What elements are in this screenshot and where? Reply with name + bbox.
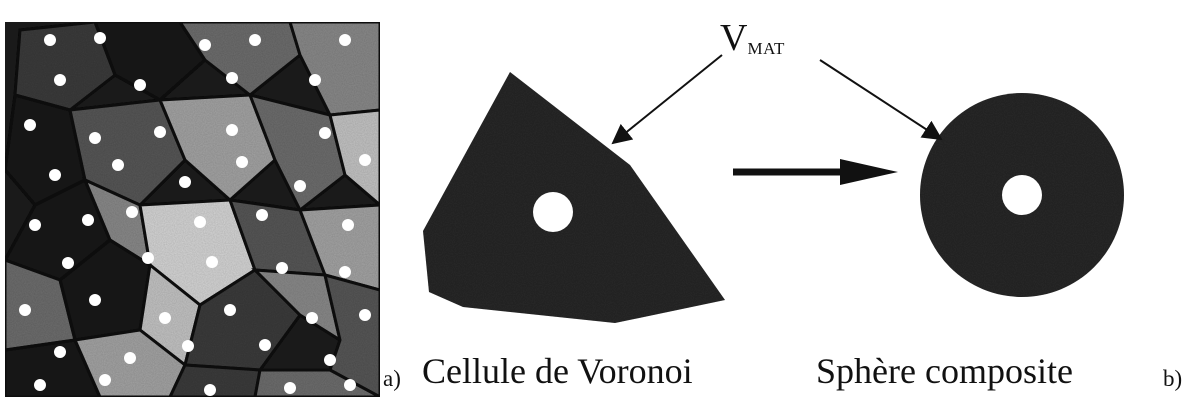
inclusion-dot: [154, 126, 166, 138]
inclusion-dot: [236, 156, 248, 168]
inclusion-dot: [24, 119, 36, 131]
inclusion-dot: [294, 180, 306, 192]
inclusion-dot: [44, 34, 56, 46]
inclusion-dot: [359, 309, 371, 321]
voronoi-cell-caption: Cellule de Voronoi: [422, 350, 693, 392]
inclusion-dot: [19, 304, 31, 316]
inclusion-dot: [29, 219, 41, 231]
inclusion-dot: [159, 312, 171, 324]
inclusion-dot: [82, 214, 94, 226]
composite-sphere-diagram: [920, 93, 1124, 297]
inclusion-dot: [194, 216, 206, 228]
vmat-arrow-to-sphere: [820, 60, 941, 139]
inclusion-dot: [259, 339, 271, 351]
voronoi-cell-diagram: [423, 72, 725, 323]
inclusion-dot: [62, 257, 74, 269]
inclusion-dot: [54, 346, 66, 358]
inclusion-dot: [226, 72, 238, 84]
voronoi-cell-inclusion: [533, 192, 573, 232]
inclusion-dot: [99, 374, 111, 386]
inclusion-dot: [89, 132, 101, 144]
vmat-subscript: MAT: [747, 39, 784, 58]
inclusion-dot: [339, 266, 351, 278]
inclusion-dot: [359, 154, 371, 166]
inclusion-dot: [49, 169, 61, 181]
inclusion-dot: [224, 304, 236, 316]
inclusion-dot: [134, 79, 146, 91]
inclusion-dot: [284, 382, 296, 394]
composite-sphere-inclusion: [1002, 175, 1042, 215]
inclusion-dot: [206, 256, 218, 268]
inclusion-dot: [344, 379, 356, 391]
inclusion-dot: [142, 252, 154, 264]
inclusion-dot: [226, 124, 238, 136]
inclusion-dot: [182, 340, 194, 352]
inclusion-dot: [126, 206, 138, 218]
inclusion-dot: [204, 384, 216, 396]
inclusion-dot: [89, 294, 101, 306]
voronoi-microstructure-panel: [5, 22, 380, 397]
voronoi-cell-polygon: [423, 72, 725, 323]
transformation-arrow: [733, 159, 898, 185]
inclusion-dot: [256, 209, 268, 221]
vmat-arrow-to-cell: [613, 55, 722, 143]
inclusion-dot: [342, 219, 354, 231]
inclusion-dot: [179, 176, 191, 188]
inclusion-dot: [306, 312, 318, 324]
inclusion-dot: [54, 74, 66, 86]
vmat-label: VMAT: [720, 16, 785, 60]
inclusion-dot: [339, 34, 351, 46]
inclusion-dot: [112, 159, 124, 171]
inclusion-dot: [319, 127, 331, 139]
inclusion-dot: [309, 74, 321, 86]
panel-a-label: a): [383, 366, 401, 392]
inclusion-dot: [324, 354, 336, 366]
inclusion-dot: [94, 32, 106, 44]
inclusion-dot: [276, 262, 288, 274]
inclusion-dot: [249, 34, 261, 46]
panel-b-label: b): [1163, 366, 1182, 392]
inclusion-dot: [124, 352, 136, 364]
inclusion-dot: [199, 39, 211, 51]
inclusion-dot: [34, 379, 46, 391]
composite-sphere-caption: Sphère composite: [816, 350, 1073, 392]
